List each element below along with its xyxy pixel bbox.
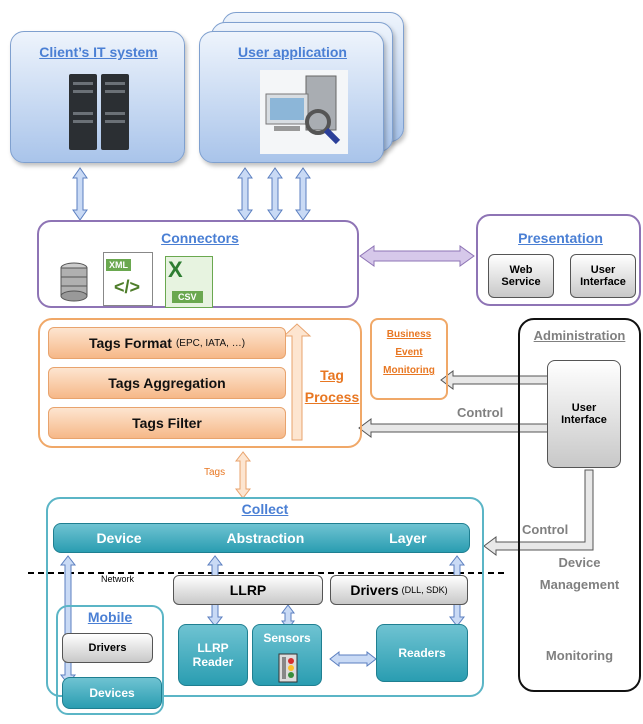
device-management-label: Device Management	[539, 555, 620, 592]
xml-file-label: XML	[106, 259, 131, 271]
bem-line2: Event	[395, 347, 423, 358]
tags-format-note: (EPC, IATA, …)	[175, 337, 246, 349]
collect-title: Collect	[241, 501, 289, 517]
sensor-icon	[278, 653, 298, 683]
xml-file-icon: XML </>	[103, 252, 153, 306]
dal-device: Device	[96, 530, 142, 546]
mobile-drivers-block: Drivers	[62, 633, 153, 663]
computer-search-icon	[260, 70, 348, 154]
arrow-client-connectors	[72, 167, 88, 221]
connectors-title: Connectors	[161, 230, 239, 246]
database-icon	[60, 262, 88, 302]
readers-block: Readers	[376, 624, 468, 682]
bem-title: Business Event Monitoring	[372, 326, 446, 380]
monitoring-label: Monitoring	[545, 648, 614, 663]
presentation-user-interface-button[interactable]: User Interface	[570, 254, 636, 298]
mobile-title: Mobile	[87, 609, 133, 625]
arrow-connectors-presentation	[359, 245, 475, 267]
userapp-title: User application	[238, 44, 347, 60]
tagprocess-up-arrow	[282, 323, 312, 441]
tags-filter-bar: Tags Filter	[48, 407, 286, 439]
userapp-box: User application	[199, 31, 384, 163]
arrow-admin-collect	[483, 469, 594, 556]
web-service-button[interactable]: Web Service	[488, 254, 554, 298]
client-it-system-box: Client’s IT system	[10, 31, 185, 163]
excel-csv-icon: X CSV	[165, 256, 213, 308]
tags-aggregation-bar: Tags Aggregation	[48, 367, 286, 399]
bem-line3: Monitoring	[383, 365, 435, 376]
bem-line1: Business	[386, 329, 432, 340]
arrow-userapp-connectors-3	[295, 167, 311, 221]
arrow-userapp-connectors-1	[237, 167, 253, 221]
tagprocess-box: Tags Format (EPC, IATA, …) Tags Aggregat…	[38, 318, 362, 448]
devices-block: Devices	[62, 677, 162, 709]
tagprocess-title-line2: Process	[304, 389, 360, 405]
network-label: Network	[101, 574, 135, 584]
llrp-reader-block: LLRP Reader	[178, 624, 248, 686]
arrow-tags	[234, 451, 252, 499]
connectors-box: Connectors XML </> X CSV	[37, 220, 359, 308]
tags-format-bar: Tags Format (EPC, IATA, …)	[48, 327, 286, 359]
control-label-tagprocess: Control	[457, 405, 504, 420]
dal-abstraction: Abstraction	[226, 530, 305, 546]
sensors-block: Sensors	[252, 624, 322, 686]
control-label-collect: Control	[522, 522, 569, 537]
device-abstraction-layer-bar: Device Abstraction Layer	[53, 523, 470, 553]
server-icon	[69, 74, 129, 150]
collect-box: Collect	[46, 497, 484, 697]
administration-title: Administration	[533, 328, 626, 343]
tags-label: Tags	[204, 467, 226, 478]
drivers-bar: Drivers (DLL, SDK)	[330, 575, 468, 605]
presentation-box: Presentation Web Service User Interface	[476, 214, 641, 306]
tags-format-label: Tags Format	[88, 335, 172, 351]
csv-label: CSV	[172, 291, 203, 303]
mobile-box: Mobile	[56, 605, 164, 715]
llrp-bar: LLRP	[173, 575, 323, 605]
client-it-system-title: Client’s IT system	[39, 44, 158, 60]
presentation-title: Presentation	[518, 230, 603, 246]
tagprocess-title: Tag Process	[302, 364, 362, 408]
tagprocess-title-line1: Tag	[320, 367, 344, 383]
bem-box: Business Event Monitoring	[370, 318, 448, 400]
dal-layer: Layer	[389, 530, 427, 546]
code-icon: </>	[114, 277, 141, 297]
sensors-label: Sensors	[263, 631, 311, 645]
arrow-userapp-connectors-2	[267, 167, 283, 221]
admin-user-interface-button[interactable]: User Interface	[547, 360, 621, 468]
drivers-note: (DLL, SDK)	[401, 585, 448, 595]
administration-box: Administration User Interface Device Man…	[518, 318, 641, 692]
excel-letter: X	[168, 257, 183, 282]
drivers-label: Drivers	[350, 582, 399, 598]
